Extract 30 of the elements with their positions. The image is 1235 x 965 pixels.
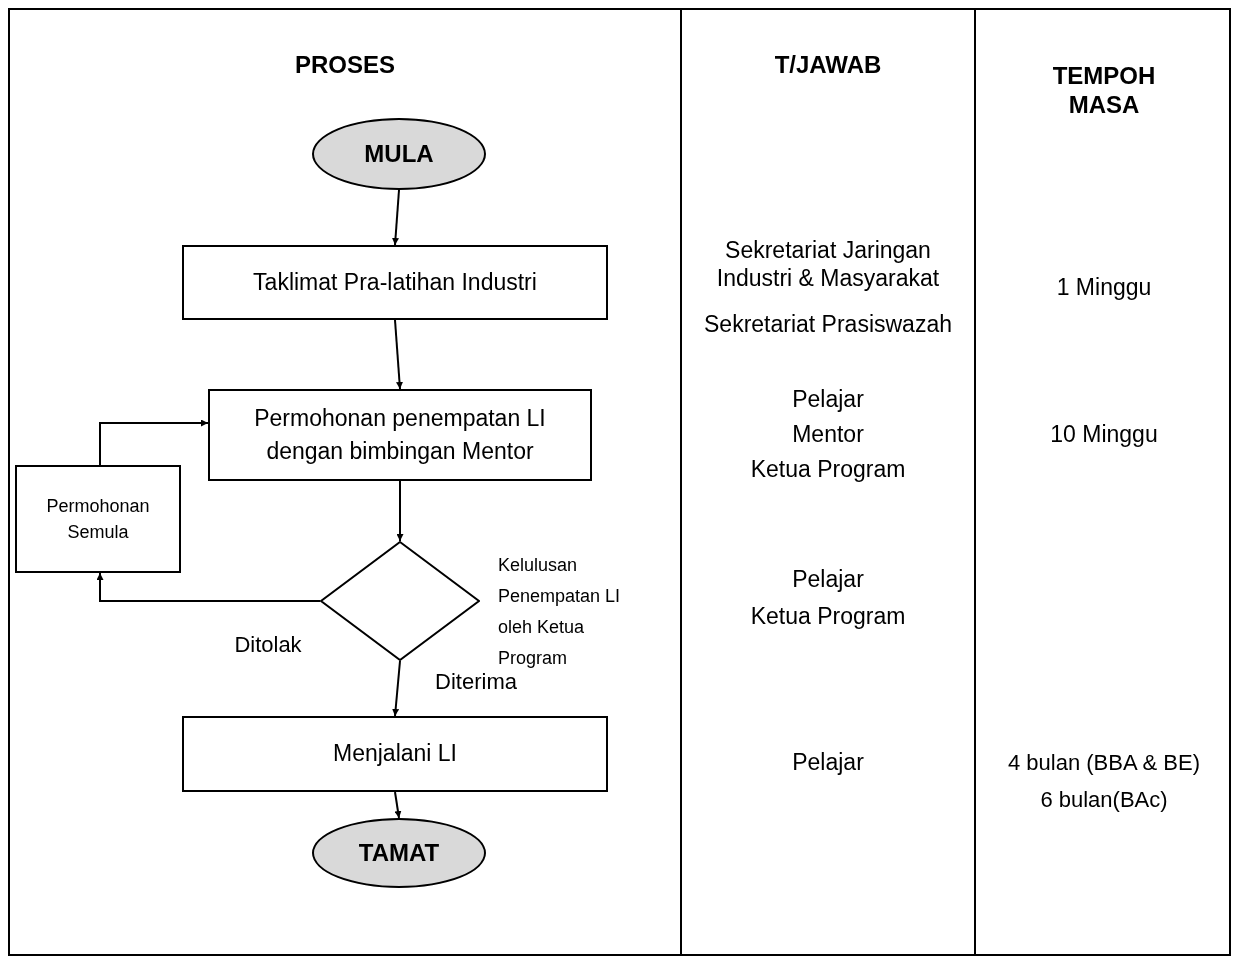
- arrow: [394, 791, 402, 819]
- arrow: [396, 480, 404, 542]
- terminal-ellipse: MULA: [312, 118, 486, 190]
- arrow: [392, 189, 400, 246]
- table-text: Pelajar: [792, 386, 864, 414]
- table-text: Ketua Program: [750, 603, 906, 631]
- table-text: 4 bulan (BBA & BE): [1008, 749, 1200, 777]
- table-text: Ketua Program: [750, 456, 906, 484]
- table-text: 6 bulan(BAc): [1040, 786, 1168, 814]
- process-box: Taklimat Pra-latihan Industri: [182, 245, 608, 320]
- arrow: [394, 319, 403, 390]
- arrow: [392, 660, 401, 717]
- table-text: 1 Minggu: [1056, 274, 1152, 302]
- table-text: Sekretariat Prasiswazah: [704, 311, 952, 339]
- column-header: PROSES: [295, 50, 395, 80]
- table-text: Sekretariat Jaringan Industri & Masyarakat: [715, 237, 941, 293]
- arrow: [96, 572, 321, 602]
- table-text: Mentor: [792, 421, 864, 449]
- arrow: [99, 419, 209, 466]
- decision-text: Kelulusan Penempatan LI oleh Ketua Program: [498, 554, 622, 670]
- process-box: Permohonan Semula: [15, 465, 181, 573]
- process-box: Permohonan penempatan LI dengan bimbingan Mentor: [208, 389, 592, 481]
- table-text: 10 Minggu: [1050, 421, 1158, 449]
- table-text: Pelajar: [792, 566, 864, 594]
- decision-diamond: [320, 541, 480, 661]
- column-header: T/JAWAB: [774, 50, 882, 80]
- process-box: Menjalani LI: [182, 716, 608, 792]
- terminal-ellipse: TAMAT: [312, 818, 486, 888]
- column-header: TEMPOH MASA: [1051, 62, 1157, 120]
- table-text: Pelajar: [792, 749, 864, 777]
